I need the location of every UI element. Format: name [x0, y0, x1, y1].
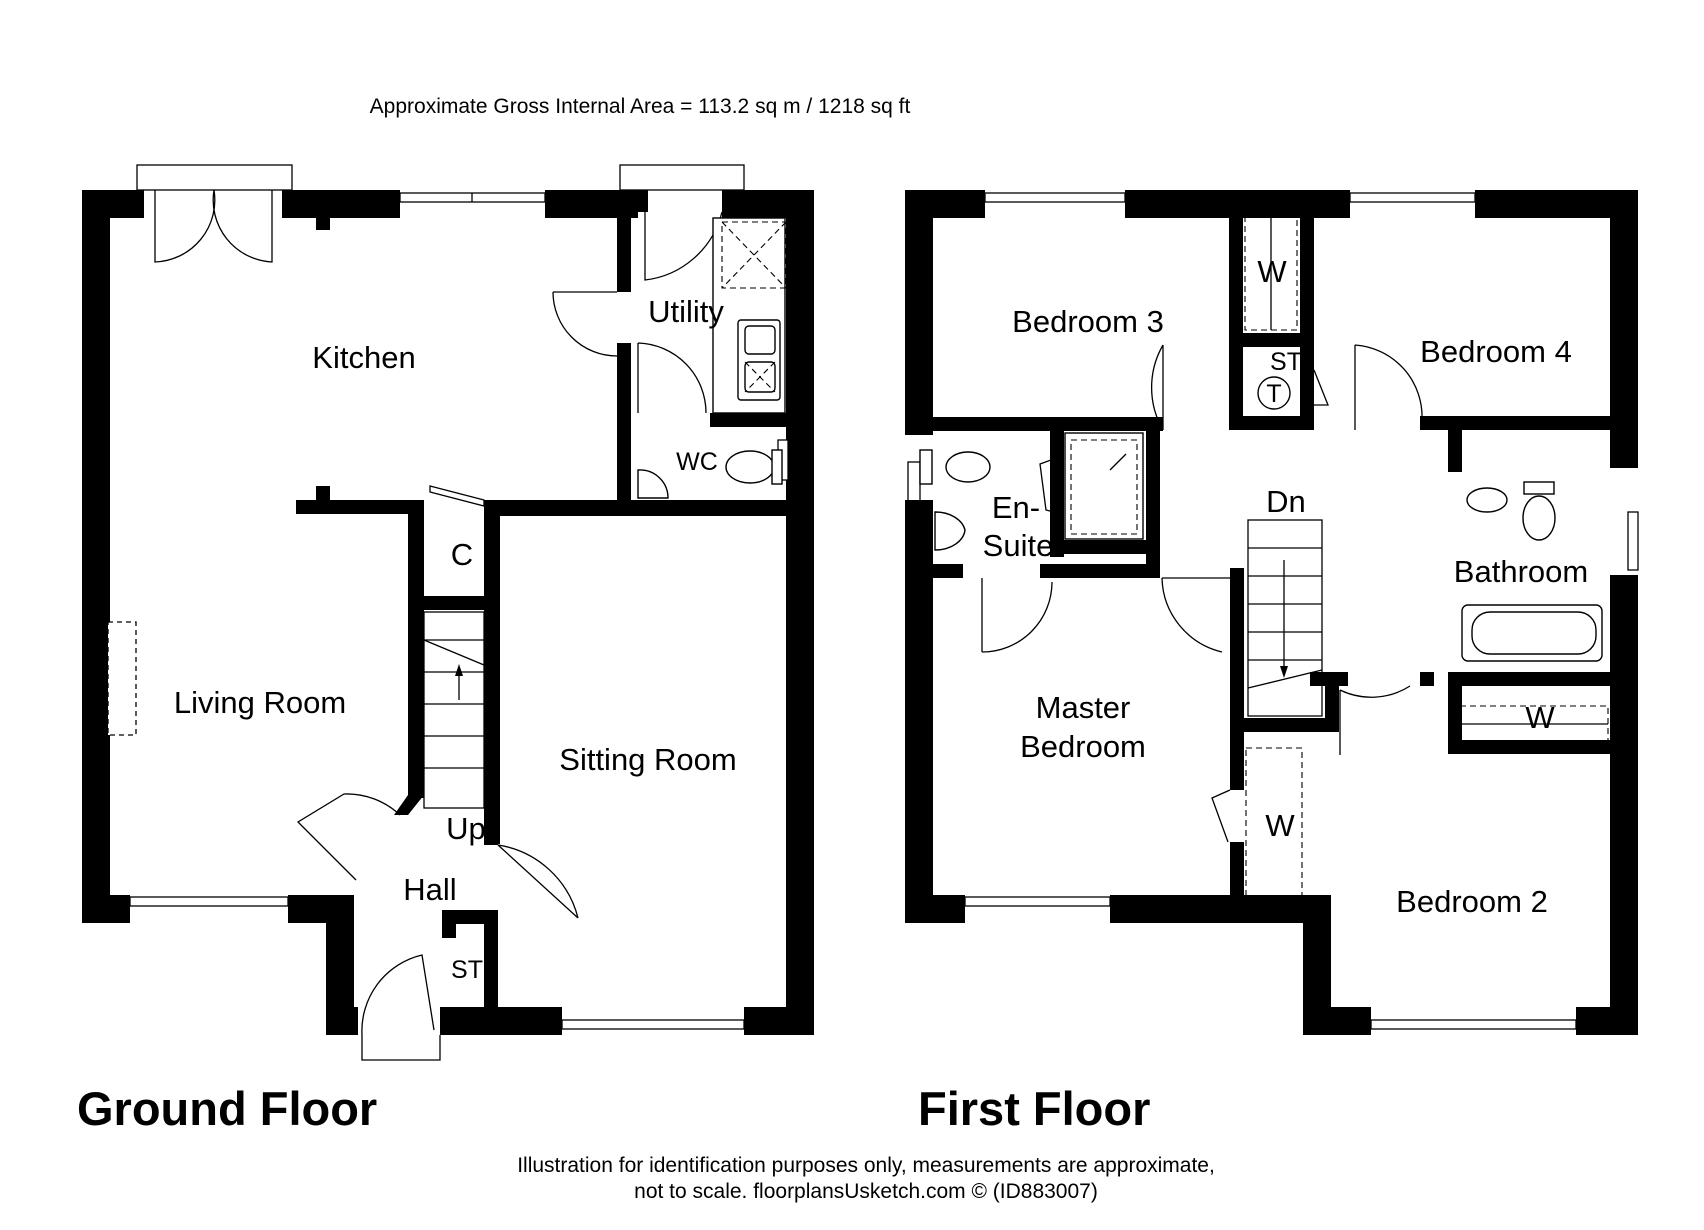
room-label-store: ST — [451, 956, 483, 984]
room-label-en-suite-line1: En- — [992, 490, 1040, 525]
footer-disclaimer-line1: Illustration for identification purposes… — [517, 1154, 1215, 1177]
ground-floor-plan — [82, 164, 814, 1061]
room-label-hall: Hall — [403, 872, 456, 907]
room-label-store-t: T — [1266, 380, 1281, 408]
room-label-living-room: Living Room — [174, 685, 346, 720]
ground-floor-title: Ground Floor — [77, 1082, 377, 1135]
room-label-kitchen: Kitchen — [312, 340, 415, 375]
room-label-bedroom-3: Bedroom 3 — [1012, 304, 1164, 339]
room-label-sitting-room: Sitting Room — [559, 742, 736, 777]
room-label-wardrobe-master: W — [1265, 808, 1295, 843]
footer-disclaimer-line2: not to scale. floorplansUsketch.com © (I… — [634, 1180, 1098, 1203]
stairs-up-label: Up — [446, 811, 486, 846]
room-label-utility: Utility — [648, 294, 724, 329]
room-label-cupboard: C — [451, 537, 473, 572]
first-floor-plan — [905, 190, 1639, 1035]
room-label-bedroom-2: Bedroom 2 — [1396, 884, 1548, 919]
first-floor-stairs — [1247, 519, 1323, 717]
room-label-wc: WC — [676, 448, 718, 476]
first-floor-title: First Floor — [918, 1082, 1150, 1135]
room-label-master-line1: Master — [1036, 690, 1131, 725]
room-label-bathroom: Bathroom — [1454, 554, 1588, 589]
room-label-wardrobe-bed3: W — [1257, 254, 1287, 289]
gross-area-label: Approximate Gross Internal Area = 113.2 … — [370, 95, 911, 118]
room-label-store-st: ST — [1270, 348, 1302, 376]
room-label-master-line2: Bedroom — [1020, 729, 1146, 764]
ground-stairs — [423, 611, 485, 809]
room-label-wardrobe-bed2: W — [1525, 700, 1555, 735]
room-label-bedroom-4: Bedroom 4 — [1420, 334, 1572, 369]
stairs-down-label: Dn — [1266, 484, 1306, 519]
room-label-en-suite-line2: Suite — [983, 528, 1054, 563]
